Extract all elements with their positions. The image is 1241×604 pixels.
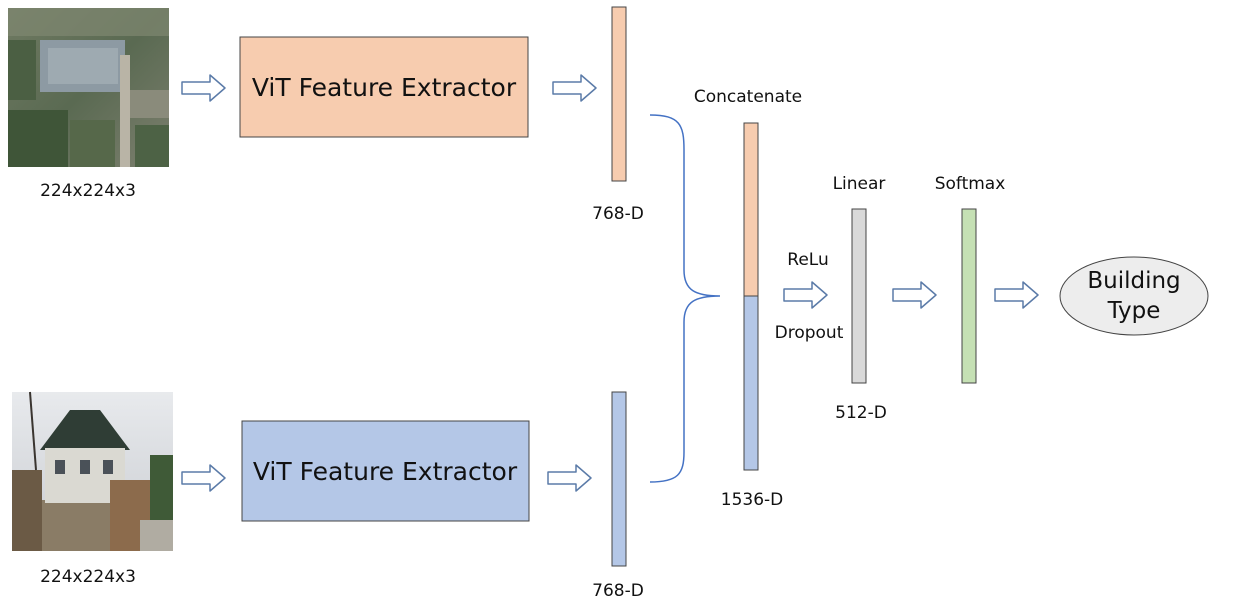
output-line2: Type <box>1107 298 1161 324</box>
building-type-output <box>1059 256 1209 336</box>
vit-extractor-bottom-box <box>241 420 530 522</box>
street-image <box>12 391 173 551</box>
linear-dim-label: 512-D <box>835 403 887 423</box>
softmax-layer <box>961 208 977 384</box>
vit-extractor-bottom-label: ViT Feature Extractor <box>253 457 518 486</box>
arrow-right-icon <box>994 281 1039 309</box>
street-size-label: 224x224x3 <box>40 567 136 587</box>
relu-label: ReLu <box>787 250 828 270</box>
arrow-right-icon <box>783 281 828 309</box>
feature-bottom-dim-label: 768-D <box>592 581 644 601</box>
concatenate-brace <box>649 114 721 483</box>
arrow-right-icon <box>181 464 226 492</box>
arrow-right-icon <box>181 74 226 102</box>
aerial-size-label: 224x224x3 <box>40 181 136 201</box>
arrow-right-icon <box>552 74 597 102</box>
vit-extractor-top-label: ViT Feature Extractor <box>252 73 517 102</box>
feature-vector-top <box>611 6 627 182</box>
concat-dim-label: 1536-D <box>721 490 784 510</box>
linear-label: Linear <box>833 174 886 194</box>
concat-vector-bottom-half <box>743 295 759 471</box>
aerial-image <box>8 8 169 167</box>
dropout-label: Dropout <box>775 323 844 343</box>
arrow-right-icon <box>547 464 592 492</box>
feature-top-dim-label: 768-D <box>592 204 644 224</box>
linear-layer <box>851 208 867 384</box>
output-line1: Building <box>1087 268 1180 294</box>
arrow-right-icon <box>892 281 937 309</box>
vit-extractor-top-box <box>239 36 529 138</box>
feature-vector-bottom <box>611 391 627 567</box>
concat-vector-top-half <box>743 122 759 297</box>
concatenate-label: Concatenate <box>694 87 802 107</box>
softmax-label: Softmax <box>935 174 1006 194</box>
